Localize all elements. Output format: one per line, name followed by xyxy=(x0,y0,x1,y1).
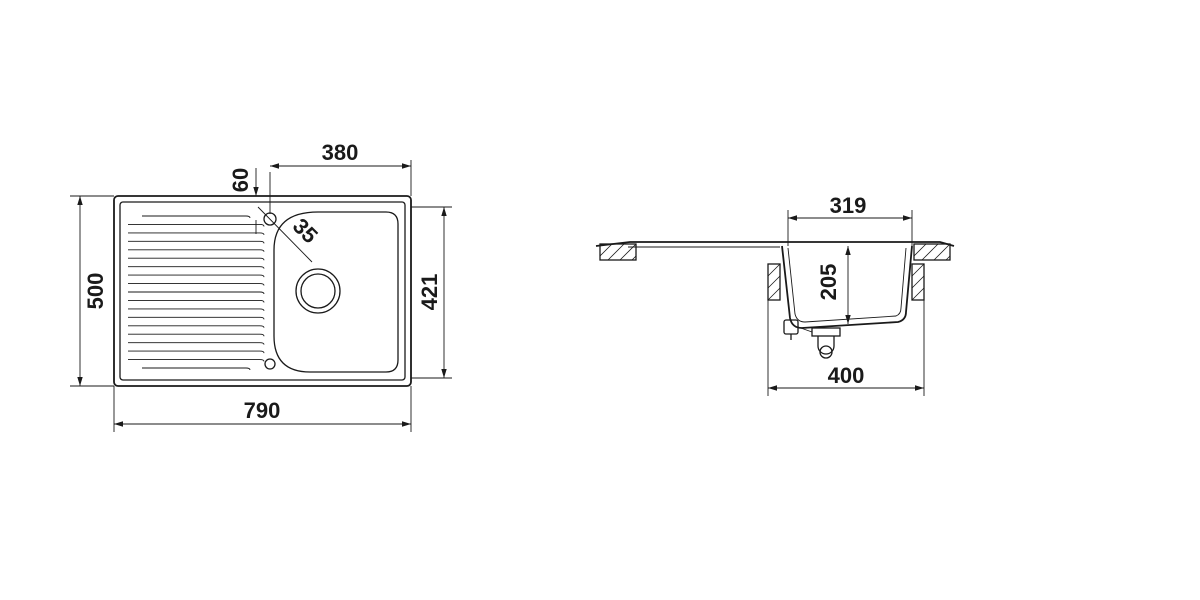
drainer-groove xyxy=(128,249,265,252)
cabinet-wall-right xyxy=(911,263,925,301)
dimension-tap-hole-offset: 60 xyxy=(228,168,253,192)
bowl-outline xyxy=(273,211,399,373)
sink-outer-rim xyxy=(113,195,412,387)
cabinet-wall-left xyxy=(767,263,781,301)
bowl-drain-inner xyxy=(300,273,336,309)
drainer-groove xyxy=(128,266,265,269)
drainer-groove xyxy=(128,240,265,244)
drainer-groove xyxy=(128,257,265,261)
drainer-groove xyxy=(128,342,265,345)
dimension-bowl-depth: 421 xyxy=(417,274,442,311)
drainer-groove xyxy=(128,316,265,320)
plan-view: 380 60 35 500 421 790 xyxy=(70,140,452,432)
drainer-groove xyxy=(128,274,265,278)
drainer-groove xyxy=(128,223,265,227)
sink-inner-rim xyxy=(119,201,406,381)
overflow-hole xyxy=(264,358,276,370)
worktop-right xyxy=(913,243,951,261)
drainer-grooves xyxy=(128,215,265,371)
bowl-section-outer xyxy=(781,245,913,329)
section-view: 319 205 400 xyxy=(595,193,955,396)
waste-trap xyxy=(783,319,841,359)
drainer-groove xyxy=(128,325,265,328)
worktop-left xyxy=(599,243,637,261)
drainer-groove xyxy=(128,283,265,286)
dimension-section-bowl-depth: 205 xyxy=(816,264,841,301)
drainer-groove xyxy=(128,308,265,311)
drainer-groove xyxy=(128,359,265,362)
dimension-overall-depth: 500 xyxy=(83,273,108,310)
dimension-bowl-width: 380 xyxy=(322,140,359,165)
drainer-groove xyxy=(128,291,265,295)
sink-top-plate xyxy=(595,241,955,247)
dimension-cabinet-width: 400 xyxy=(828,363,865,388)
bowl-drain-outer xyxy=(295,268,341,314)
drainer-groove xyxy=(128,333,265,337)
drainer-groove xyxy=(128,299,265,303)
drainer-groove xyxy=(128,232,265,235)
bowl-section-inner xyxy=(787,247,907,323)
dimension-line-radius xyxy=(257,206,313,263)
dimension-bowl-inner-width: 319 xyxy=(830,193,867,218)
dimension-overall-width: 790 xyxy=(244,398,281,423)
drainer-groove xyxy=(142,215,251,219)
drainer-groove xyxy=(142,367,251,371)
drainer-groove xyxy=(128,350,265,354)
